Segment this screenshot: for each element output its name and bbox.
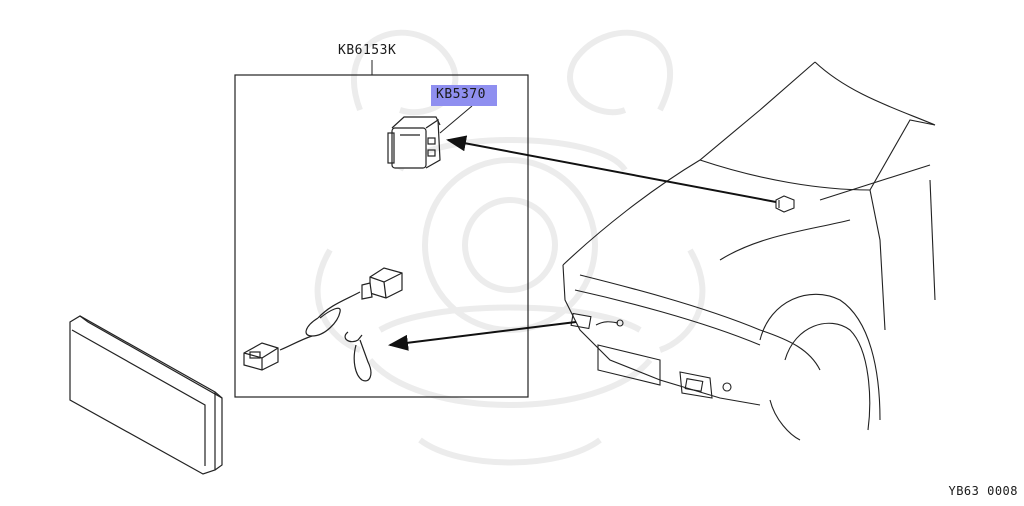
relay-unit-drawing bbox=[387, 116, 441, 169]
arrow-to-harness bbox=[388, 321, 577, 351]
part-callout-line bbox=[439, 105, 473, 134]
arrow-to-relay bbox=[446, 135, 777, 203]
figure-id-label: YB63 0008 bbox=[948, 484, 1018, 498]
part-code-label[interactable]: KB5370 bbox=[436, 87, 486, 102]
fog-lamp-drawing bbox=[69, 315, 223, 475]
assembly-code-label[interactable]: KB6153K bbox=[338, 43, 397, 58]
part-highlight bbox=[431, 85, 497, 106]
vehicle-drawing bbox=[562, 61, 936, 441]
watermark-logo bbox=[314, 29, 706, 466]
harness-drawing bbox=[243, 267, 403, 382]
assembly-box bbox=[234, 74, 529, 398]
